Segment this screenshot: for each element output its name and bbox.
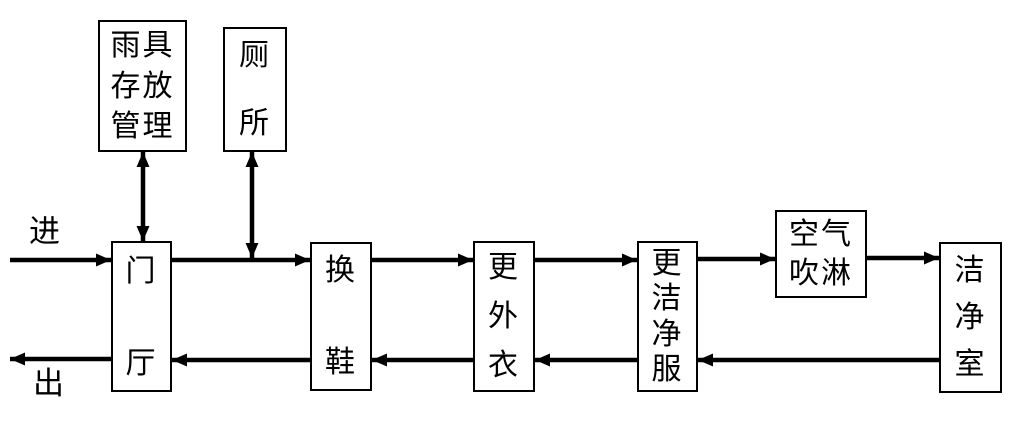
box-cleanroom: 洁 净 室 <box>939 242 1002 393</box>
box-change-clean-clothes-line3: 净 <box>651 317 684 351</box>
box-change-shoes-line1: 换 <box>325 254 357 287</box>
exit-label: 出 <box>33 366 64 401</box>
box-change-outerwear-line1: 更 <box>488 251 520 284</box>
box-change-clean-clothes: 更 洁 净 服 <box>637 241 698 392</box>
box-cleanroom-line3: 室 <box>954 348 987 381</box>
enter-label: 进 <box>29 214 60 249</box>
box-rain-gear-line1: 雨具 <box>110 29 175 63</box>
box-air-shower-line1: 空气 <box>789 218 853 251</box>
box-toilet: 厕 所 <box>223 27 287 152</box>
box-change-shoes-line2: 鞋 <box>325 346 357 379</box>
box-cleanroom-line1: 洁 <box>954 254 987 287</box>
box-toilet-line1: 厕 <box>239 39 271 72</box>
box-air-shower-line2: 吹淋 <box>789 257 853 290</box>
box-change-outerwear-line3: 衣 <box>488 349 520 382</box>
box-change-outerwear: 更 外 衣 <box>473 241 535 392</box>
box-cleanroom-line2: 净 <box>954 301 987 334</box>
box-entrance-hall: 门 厅 <box>111 241 172 392</box>
box-rain-gear-line2: 存放 <box>110 69 175 103</box>
box-rain-gear-line3: 管理 <box>110 109 175 143</box>
box-air-shower: 空气 吹淋 <box>775 210 867 298</box>
box-change-clean-clothes-line4: 服 <box>651 352 684 386</box>
box-entrance-hall-line2: 厅 <box>125 347 158 380</box>
box-change-clean-clothes-line2: 洁 <box>651 282 684 316</box>
box-change-shoes: 换 鞋 <box>310 242 372 391</box>
box-entrance-hall-line1: 门 <box>125 255 158 288</box>
box-rain-gear-storage: 雨具 存放 管理 <box>98 20 187 152</box>
box-change-outerwear-line2: 外 <box>488 300 520 333</box>
box-change-clean-clothes-line1: 更 <box>651 247 684 280</box>
box-toilet-line2: 所 <box>239 107 271 140</box>
